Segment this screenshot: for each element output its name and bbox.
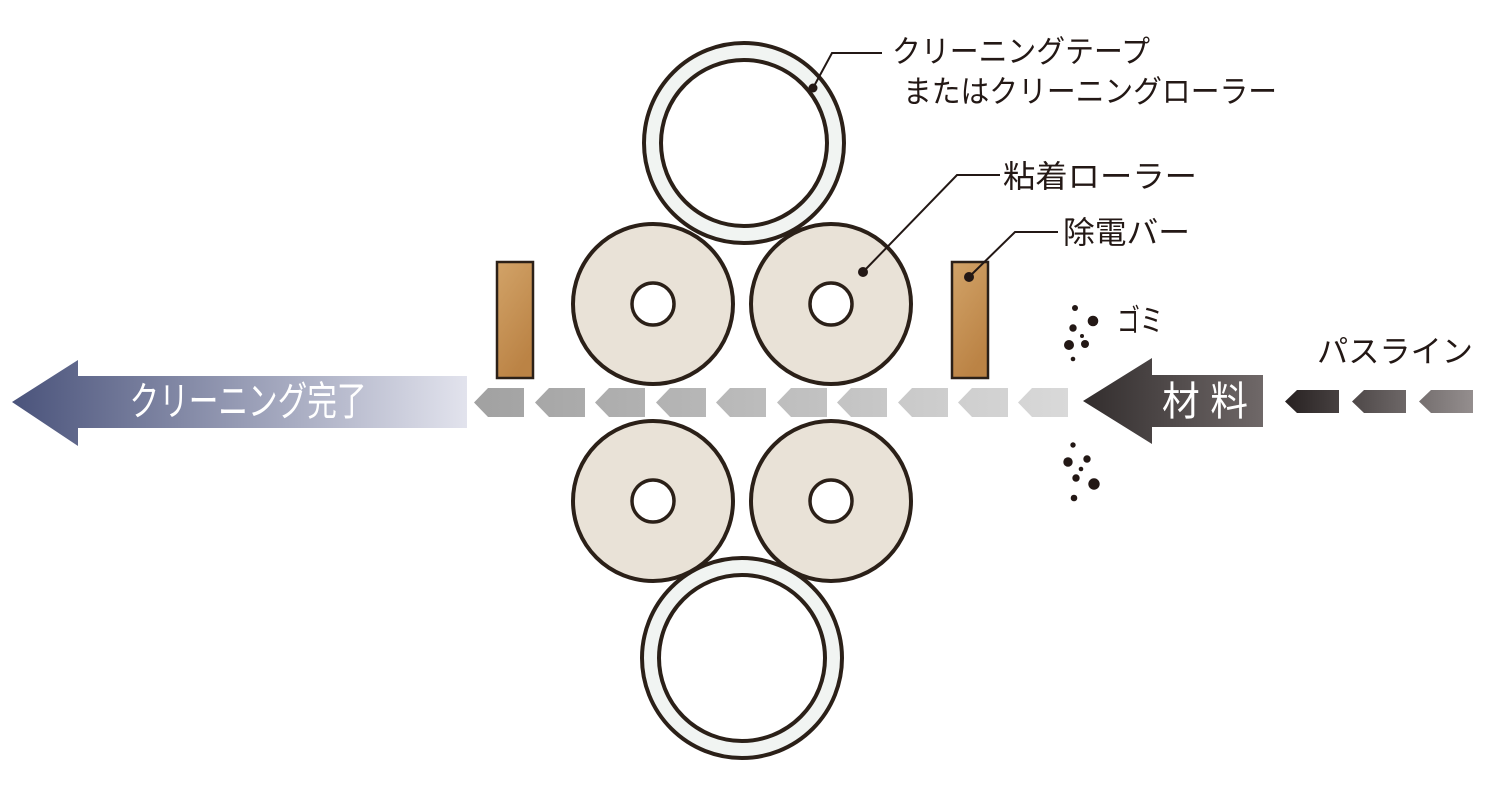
leader-dot: [858, 267, 868, 277]
belt-arrow: [898, 388, 948, 417]
belt-arrow: [716, 388, 766, 417]
cleaning-complete-label: クリーニング完了: [130, 380, 367, 424]
material-arrow-label: 材 料: [1162, 380, 1248, 424]
dust-dot: [1080, 334, 1084, 338]
label-pass-line: パスライン: [1317, 335, 1473, 370]
dust-dot: [1070, 442, 1076, 448]
belt-arrow: [777, 388, 827, 417]
belt-arrows: [474, 388, 1068, 417]
dust-dot: [1063, 457, 1073, 467]
dust-dot: [1078, 466, 1084, 472]
belt-arrow: [1018, 388, 1068, 417]
pass-line-arrow: [1419, 390, 1473, 413]
roller-hole: [630, 478, 676, 524]
leader-cleaning-tape: [808, 52, 882, 93]
adhesive-roller-bottom-right: [749, 419, 913, 583]
label-static-bar: 除電バー: [1063, 216, 1190, 251]
leader-adhesive-roller: [858, 174, 1000, 277]
label-dust: ゴミ: [1117, 304, 1163, 339]
belt-arrow: [595, 388, 645, 417]
roller-hole: [630, 281, 676, 327]
dust-particles-bottom: [1063, 442, 1100, 502]
dust-dot: [1069, 324, 1077, 332]
pass-line-arrow: [1285, 390, 1339, 413]
pass-line-arrows: [1285, 390, 1473, 413]
pass-line-arrow: [1352, 390, 1406, 413]
belt-arrow: [474, 388, 524, 417]
label-cleaning-tape-line2: またはクリーニングローラー: [903, 75, 1277, 110]
dust-dot: [1083, 455, 1091, 463]
adhesive-roller-bottom-left: [571, 419, 735, 583]
dust-dot: [1072, 305, 1078, 311]
label-adhesive-roller: 粘着ローラー: [1003, 160, 1197, 195]
roller-hole: [808, 478, 854, 524]
dust-dot: [1081, 340, 1089, 348]
belt-arrow: [656, 388, 706, 417]
belt-arrow: [535, 388, 585, 417]
dust-dot: [1072, 474, 1080, 482]
static-bar-right: [950, 260, 990, 380]
adhesive-roller-top-left: [571, 222, 735, 386]
leader-static-bar: [964, 231, 1058, 282]
label-cleaning-tape-line1: クリーニングテープ: [892, 35, 1150, 70]
dust-dot: [1064, 340, 1074, 350]
material-arrow: 材 料: [1083, 358, 1263, 444]
leader-dot: [964, 272, 974, 282]
cleaning-tape-roller-bottom: [640, 556, 844, 760]
roller-hole: [808, 281, 854, 327]
dust-dot: [1070, 356, 1076, 362]
static-bar-left: [495, 260, 535, 380]
cleaning-complete-arrow: クリーニング完了: [12, 360, 467, 446]
dust-dot: [1088, 478, 1100, 490]
dust-particles-top: [1064, 305, 1099, 362]
belt-arrow: [837, 388, 887, 417]
cleaning-tape-roller-top: [642, 41, 846, 245]
dust-dot: [1070, 494, 1078, 502]
dust-dot: [1087, 315, 1099, 327]
leader-dot: [808, 83, 818, 93]
belt-arrow: [958, 388, 1008, 417]
